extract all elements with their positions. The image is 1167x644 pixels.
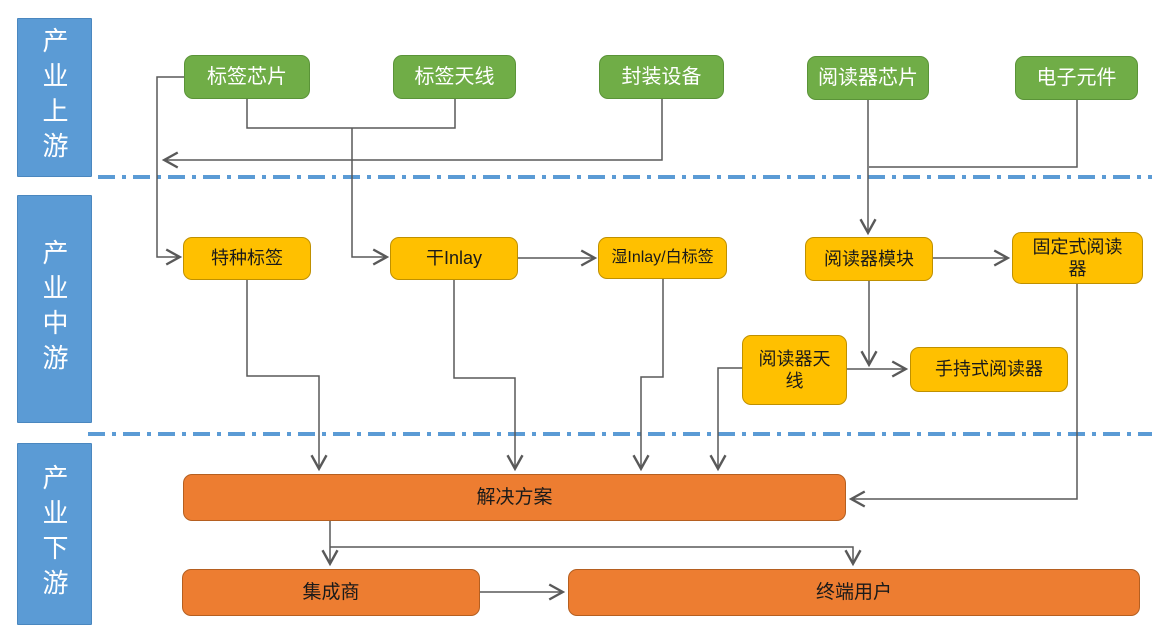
- node-tag-antenna: 标签天线: [393, 55, 516, 99]
- node-special-tags: 特种标签: [183, 237, 311, 280]
- node-handheld-reader: 手持式阅读器: [910, 347, 1068, 392]
- node-reader-module: 阅读器模块: [805, 237, 933, 281]
- connector-dry-inlay-to-solution: [453, 280, 524, 472]
- stage-band-upstream: 产业上游: [17, 18, 92, 177]
- connector-merge-to-dry-inlay: [351, 128, 390, 266]
- node-integrator: 集成商: [182, 569, 480, 616]
- node-electronic-components: 电子元件: [1015, 56, 1138, 100]
- node-fixed-reader: 固定式阅读器: [1012, 232, 1143, 284]
- connector-packaging-equipment-to-special-tags-trunk: [161, 99, 663, 169]
- connector-electronic-components-to-reader-trunk: [869, 100, 1078, 168]
- connector-special-tags-to-solution: [246, 280, 328, 472]
- connector-wet-inlay-to-solution: [632, 279, 664, 472]
- node-tag-chip: 标签芯片: [184, 55, 310, 99]
- node-dry-inlay: 干Inlay: [390, 237, 518, 280]
- node-end-user: 终端用户: [568, 569, 1140, 616]
- node-wet-inlay-white-label: 湿Inlay/白标签: [598, 237, 727, 279]
- stage-band-midstream: 产业中游: [17, 195, 92, 423]
- node-reader-chip: 阅读器芯片: [807, 56, 929, 100]
- connector-solution-to-end-user: [330, 546, 862, 567]
- node-packaging-equipment: 封装设备: [599, 55, 724, 99]
- node-solution: 解决方案: [183, 474, 846, 521]
- stage-band-downstream: 产业下游: [17, 443, 92, 625]
- connector-tag-chip-to-special-tags: [156, 76, 184, 266]
- connector-tag-chip-tag-antenna-merge: [246, 99, 456, 129]
- node-reader-antenna: 阅读器天线: [742, 335, 847, 405]
- connector-reader-antenna-to-solution: [709, 367, 742, 472]
